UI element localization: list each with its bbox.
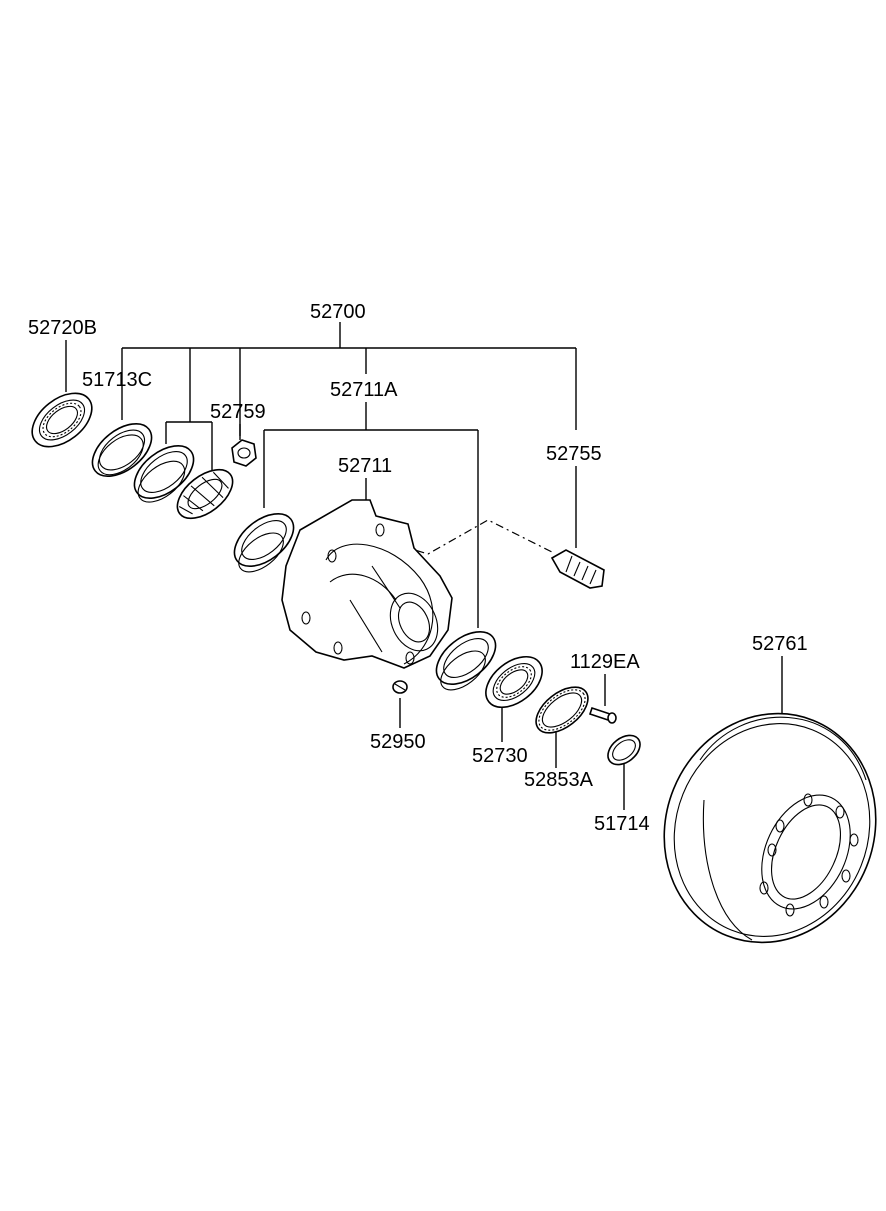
label-52711[interactable]: 52711: [338, 455, 392, 477]
label-52853a[interactable]: 52853A: [524, 769, 594, 791]
brake-drum-52761-drawing: [663, 712, 877, 944]
label-52730[interactable]: 52730: [472, 745, 528, 767]
label-52700[interactable]: 52700: [310, 301, 366, 323]
label-52950[interactable]: 52950: [370, 731, 426, 753]
cup-race-right-drawing: [435, 630, 497, 691]
label-52759[interactable]: 52759: [210, 401, 266, 423]
tapered-bearing-drawing: [176, 468, 234, 520]
label-51714[interactable]: 51714: [594, 813, 650, 835]
cup-race-left-drawing: [233, 512, 295, 573]
bearing-52730-drawing: [485, 655, 543, 709]
hub-52711-drawing: [281, 499, 453, 669]
seal-51713c-drawing: [91, 422, 153, 478]
label-52761[interactable]: 52761: [752, 633, 808, 655]
seal-51714-drawing: [607, 734, 641, 766]
stud-52755-drawing: [550, 549, 605, 589]
nut-52759-drawing: [231, 439, 257, 467]
screw-1129ea-drawing: [588, 706, 617, 724]
part-labels: 52700 52720B 51713C 52759 52711A 52711 5…: [28, 301, 808, 835]
tone-ring-52853a-drawing: [535, 686, 589, 734]
label-1129ea[interactable]: 1129EA: [570, 651, 640, 673]
label-52720b[interactable]: 52720B: [28, 317, 97, 339]
plug-52950-drawing: [392, 680, 408, 694]
label-51713c[interactable]: 51713C: [82, 369, 152, 391]
bearing-52720b-drawing: [31, 392, 93, 448]
outer-race-drawing: [133, 444, 195, 503]
label-52711a[interactable]: 52711A: [330, 379, 398, 401]
label-52755[interactable]: 52755: [546, 443, 602, 465]
